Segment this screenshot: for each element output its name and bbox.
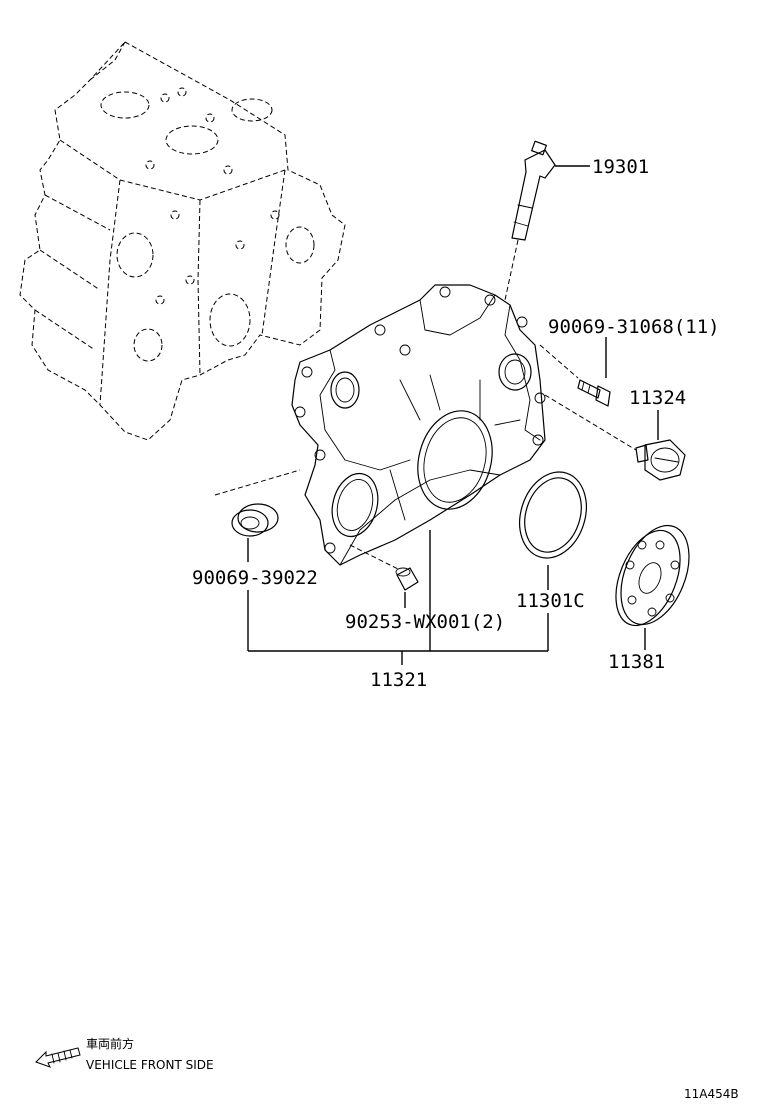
engine-block-outline bbox=[19, 41, 346, 441]
front-label-english: VEHICLE FRONT SIDE bbox=[86, 1058, 214, 1072]
label-19301: 19301 bbox=[592, 156, 649, 178]
bolt-90069-31068 bbox=[539, 344, 611, 407]
label-11324: 11324 bbox=[629, 387, 686, 409]
label-11321: 11321 bbox=[370, 669, 427, 691]
oil-seal-90069-39022 bbox=[214, 469, 301, 537]
label-90253-wx001: 90253-WX001(2) bbox=[345, 611, 505, 633]
leader-lines bbox=[247, 165, 659, 665]
label-11381: 11381 bbox=[608, 651, 665, 673]
plate-11381 bbox=[615, 524, 690, 627]
front-label-japanese: 車両前方 bbox=[86, 1036, 134, 1051]
label-90069-39022: 90069-39022 bbox=[192, 567, 318, 589]
dowel-pin-90253-wx001 bbox=[349, 544, 419, 591]
o-ring-11301c bbox=[519, 471, 587, 559]
label-90069-31068: 90069-31068(11) bbox=[548, 316, 720, 338]
sensor-19301 bbox=[504, 140, 556, 301]
label-11301c: 11301C bbox=[516, 590, 585, 612]
timing-chain-cover bbox=[291, 284, 546, 566]
plug-11324 bbox=[544, 394, 686, 481]
front-direction-arrow-icon bbox=[35, 1047, 81, 1068]
diagram-code: 11A454B bbox=[684, 1087, 739, 1101]
